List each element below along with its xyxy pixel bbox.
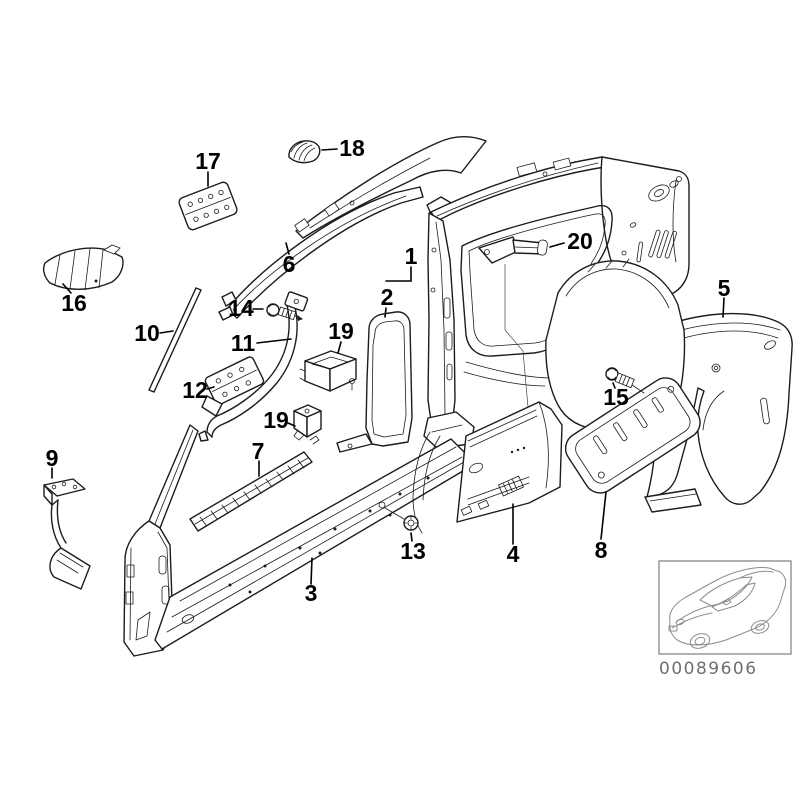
part-11-drawing xyxy=(198,291,309,442)
part-14-drawing xyxy=(266,303,303,321)
part-label-19b[interactable]: 19 xyxy=(263,407,289,433)
part-label-8[interactable]: 8 xyxy=(595,537,608,563)
part-9-drawing xyxy=(43,478,91,590)
part-label-15[interactable]: 15 xyxy=(603,384,629,410)
part-4-drawing xyxy=(456,401,563,523)
part-label-18[interactable]: 18 xyxy=(339,135,365,161)
part-label-1[interactable]: 1 xyxy=(405,243,418,269)
part-18-drawing xyxy=(288,140,321,164)
part-label-19a[interactable]: 19 xyxy=(328,318,354,344)
part-8-drawing xyxy=(564,377,701,494)
part-label-13[interactable]: 13 xyxy=(400,538,426,564)
part-19a-drawing xyxy=(299,350,357,392)
part-label-9[interactable]: 9 xyxy=(46,445,59,471)
part-17-drawing xyxy=(178,181,238,231)
part-label-16[interactable]: 16 xyxy=(61,290,87,316)
part-label-17[interactable]: 17 xyxy=(195,148,221,174)
part-label-4[interactable]: 4 xyxy=(507,541,520,567)
diagram-code: 00089606 xyxy=(659,659,758,679)
part-2-drawing xyxy=(336,311,413,453)
part-label-3[interactable]: 3 xyxy=(305,580,318,606)
part-10-drawing xyxy=(148,287,202,393)
car-icon xyxy=(668,567,787,649)
part-16-drawing xyxy=(42,244,124,291)
part-label-2[interactable]: 2 xyxy=(381,284,394,310)
part-13-drawing xyxy=(403,515,419,531)
callout-labels: 1 2 3 4 5 6 7 8 9 10 11 12 13 14 15 16 1… xyxy=(46,135,731,606)
part-20-drawing xyxy=(478,236,548,264)
vehicle-thumbnail: 00089606 xyxy=(658,560,792,679)
part-label-10[interactable]: 10 xyxy=(134,320,160,346)
part-label-12[interactable]: 12 xyxy=(182,377,208,403)
part-label-14[interactable]: 14 xyxy=(228,295,254,321)
part-7-drawing xyxy=(189,451,313,532)
leader-lines xyxy=(51,148,725,585)
part-3-drawing xyxy=(123,424,470,657)
part-15-drawing xyxy=(605,367,645,394)
part-label-5[interactable]: 5 xyxy=(718,275,731,301)
part-label-11[interactable]: 11 xyxy=(231,330,256,356)
part-label-6[interactable]: 6 xyxy=(283,251,296,277)
part-label-7[interactable]: 7 xyxy=(252,438,265,464)
roof-rail-molding-drawing xyxy=(295,136,487,239)
part-label-20[interactable]: 20 xyxy=(567,228,593,254)
part-12-drawing xyxy=(201,356,265,417)
part-19b-drawing xyxy=(293,404,322,445)
part-6-drawing xyxy=(218,186,424,321)
